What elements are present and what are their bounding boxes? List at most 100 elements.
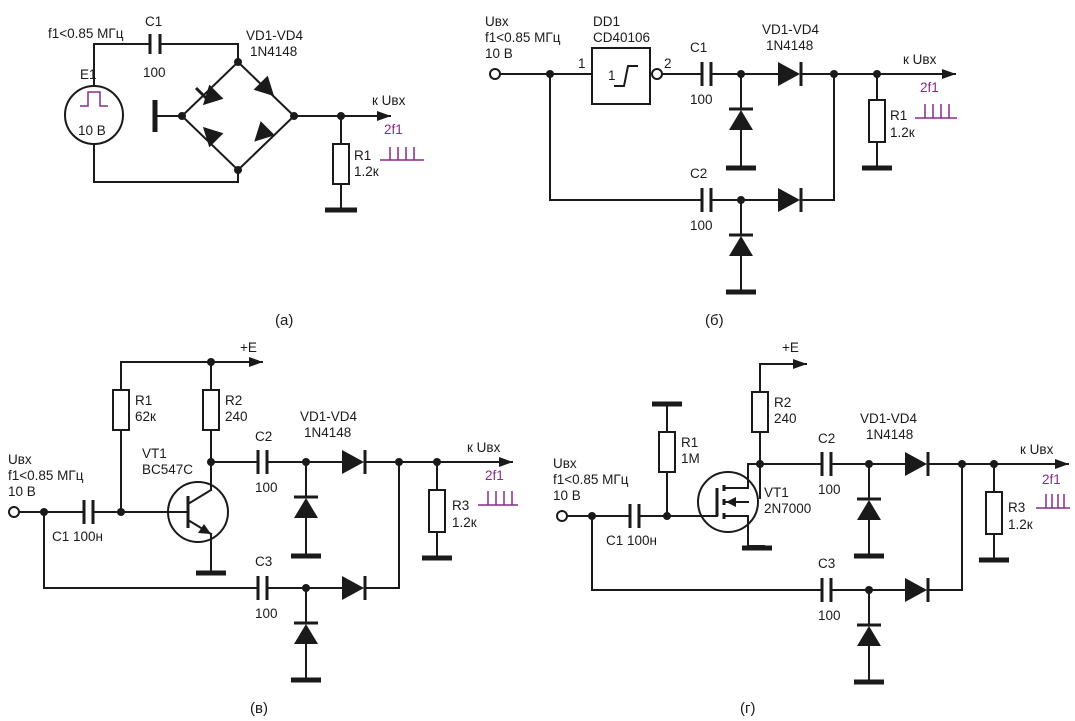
v-r2-resistor [202,389,220,431]
a-output-label: к Uвх [372,93,406,108]
g-vt-type: 2N7000 [764,501,811,516]
g-shunt-diode-1 [857,500,881,520]
a-bottom-wire [93,143,239,183]
g-input-label: Uвх [553,456,577,471]
hysteresis-icon [614,65,638,87]
b-output-label: к Uвх [903,52,937,67]
v-output-label: к Uвх [467,440,501,455]
b-voltage-label: 10 В [485,46,513,61]
a-r1-value: 1.2к [354,164,379,179]
b-schmitt-digit: 1 [608,68,616,83]
v-input-terminal [8,506,20,518]
b-pin2: 2 [664,56,672,71]
a-c1-label: C1 [145,14,162,29]
b-2f1-waveform [915,104,957,119]
g-r2-label: R2 [774,395,791,410]
b-caption: (б) [705,312,724,329]
v-c1-label: C1 100н [52,529,103,544]
g-voltage-label: 10 В [553,488,581,503]
b-shunt-diode-1 [729,110,753,130]
g-r3-label: R3 [1008,500,1025,515]
g-c2-label: C2 [818,431,835,446]
b-diode-type: 1N4148 [766,38,813,53]
v-shunt-diode-2 [294,624,318,644]
b-shunt-diode-2 [729,236,753,256]
mosfet-transistor-icon [697,471,759,533]
pulse-source-icon [64,85,124,145]
a-source-label: E1 [80,67,97,82]
v-input-label: Uвх [8,452,32,467]
g-diodes-label: VD1-VD4 [860,411,918,426]
g-input-terminal [556,510,568,522]
v-r2-value: 240 [225,409,248,424]
circuit-v: +E R1 62к R2 240 VT1 BC547C Uвх f1<0.85 … [8,340,518,717]
g-r1-value: 1M [681,451,700,466]
v-series-diode-1 [342,450,364,474]
g-freq-label: f1<0.85 МГц [553,472,629,487]
g-c3-value: 100 [818,608,841,623]
v-series-diode-2 [342,576,364,600]
v-diode-type: 1N4148 [304,425,351,440]
g-r2-value: 240 [774,411,797,426]
a-c1-value: 100 [143,65,166,80]
b-schmitt-inverter [591,47,651,105]
v-caption: (в) [250,700,268,717]
b-diodes-label: VD1-VD4 [762,22,820,37]
g-diode-type: 1N4148 [866,427,913,442]
a-2f1-label: 2f1 [384,122,403,137]
v-c2-value: 100 [255,480,278,495]
b-c1-label: C1 [690,40,707,55]
v-r1-value: 62к [135,409,156,424]
b-c2-label: C2 [690,166,707,181]
v-2f1-waveform [478,491,518,506]
v-c3-value: 100 [255,606,278,621]
v-r1-resistor [112,389,130,431]
a-2f1-waveform [380,147,424,161]
a-bridge-wire [180,60,296,172]
v-shunt-diode-1 [294,498,318,518]
v-r2-label: R2 [225,393,242,408]
v-vt-label: VT1 [142,446,167,461]
g-vt-label: VT1 [764,485,789,500]
v-diodes-label: VD1-VD4 [300,409,358,424]
a-pulse-icon [80,91,108,107]
circuit-b: Uвх f1<0.85 МГц 10 В 1 DD1 CD40106 1 2 C… [485,14,957,329]
b-r1-resistor [868,99,886,143]
b-input-label: Uвх [485,14,509,29]
v-2f1-label: 2f1 [485,468,504,483]
g-vcc-label: +E [782,340,799,355]
b-inverter-bubble [651,68,663,80]
a-top-wire [93,43,239,87]
circuit-g: +E R2 240 R1 1M VT1 2N7000 Uвх f1<0.85 М… [553,340,1070,717]
b-r1-value: 1.2к [890,125,915,140]
diode-bridge-icon [194,75,275,148]
g-c3-label: C3 [818,556,835,571]
v-r3-resistor [428,489,446,533]
g-series-diode-1 [905,452,927,476]
b-series-diode-2 [778,188,800,212]
b-dd-type: CD40106 [593,30,650,45]
v-c2-label: C2 [255,429,272,444]
v-r3-value: 1.2к [452,515,477,530]
g-r3-value: 1.2к [1008,517,1033,532]
b-series-diode-1 [778,62,800,86]
a-r1-label: R1 [354,148,371,163]
g-r3-resistor [985,491,1003,535]
circuit-a: f1<0.85 МГц C1 100 VD1-VD4 1N4148 E1 10 … [48,14,424,329]
v-c3-label: C3 [255,554,272,569]
g-series-diode-2 [905,578,927,602]
g-2f1-waveform [1036,494,1070,509]
b-pin1: 1 [578,56,586,71]
a-diode-type: 1N4148 [250,44,297,59]
a-source-voltage: 10 В [78,123,106,138]
g-caption: (г) [740,700,755,717]
g-2f1-label: 2f1 [1042,472,1061,487]
b-input-terminal [489,68,501,80]
v-vcc-label: +E [240,340,257,355]
g-c1-label: C1 100н [606,533,657,548]
g-r1-label: R1 [681,435,698,450]
g-c2-value: 100 [818,482,841,497]
g-r1-resistor [658,431,676,473]
a-r1-resistor [332,143,350,185]
